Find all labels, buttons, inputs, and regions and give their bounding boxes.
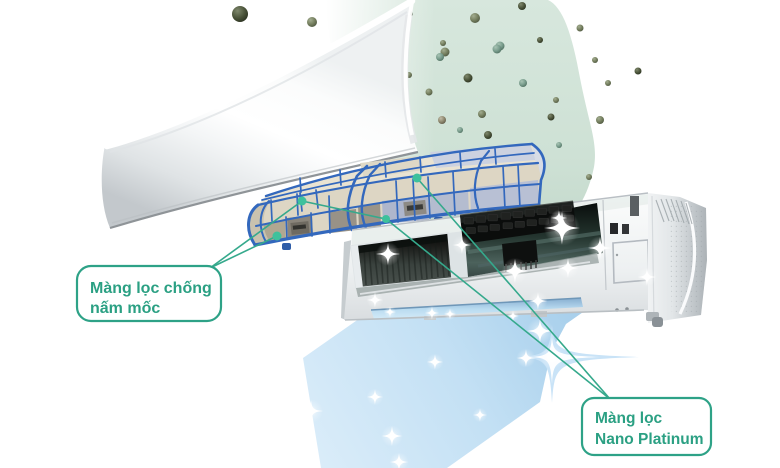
svg-text:Nano Platinum: Nano Platinum (595, 431, 704, 448)
svg-text:Màng lọc chống: Màng lọc chống (90, 280, 212, 297)
svg-text:nấm mốc: nấm mốc (90, 300, 160, 317)
svg-text:Màng lọc: Màng lọc (595, 410, 663, 427)
